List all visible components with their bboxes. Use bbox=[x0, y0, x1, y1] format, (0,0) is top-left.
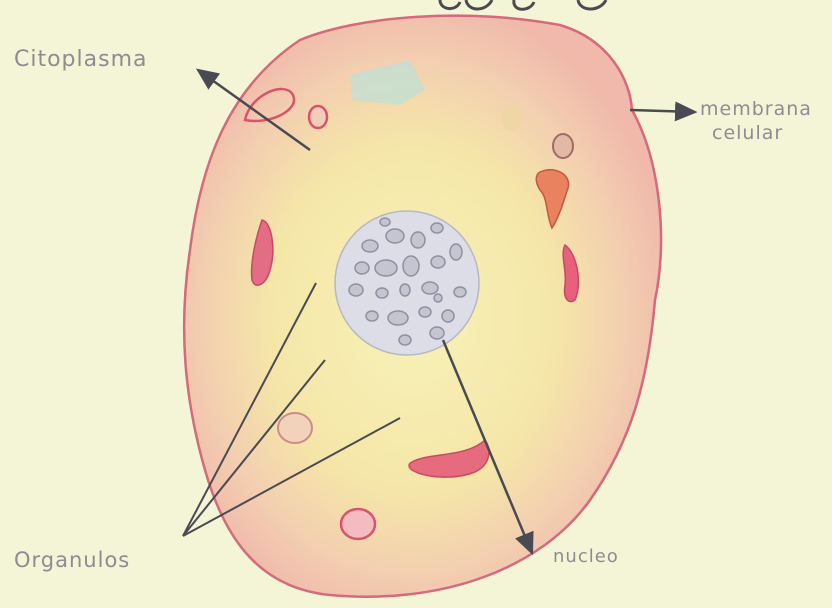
membrane-arrow bbox=[630, 110, 695, 112]
organelle-vacuole bbox=[278, 413, 312, 443]
vesicle bbox=[502, 105, 522, 131]
organelle-bottom bbox=[341, 509, 375, 539]
label-organelles: Organulos bbox=[14, 548, 130, 572]
label-cytoplasm: Citoplasma bbox=[14, 47, 148, 72]
organelle-small-ring bbox=[309, 106, 327, 128]
organelle-oval bbox=[553, 134, 573, 158]
cropped-title-fragment bbox=[440, 0, 606, 9]
nucleus bbox=[335, 211, 479, 355]
label-nucleus: nucleo bbox=[553, 546, 619, 567]
label-membrane-line1: membrana bbox=[700, 98, 812, 120]
label-membrane-line2: celular bbox=[712, 122, 783, 144]
